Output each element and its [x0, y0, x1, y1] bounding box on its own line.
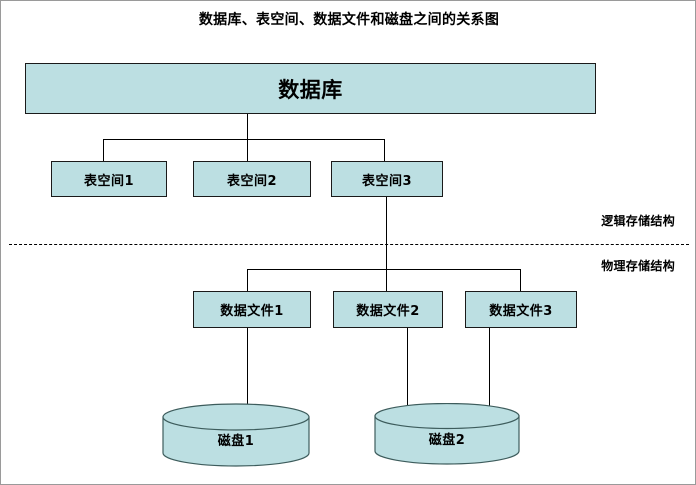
connector-datafile2-to-disk2 [407, 328, 408, 420]
logical-structure-label: 逻辑存储结构 [601, 214, 675, 228]
connector-to-datafile-2 [386, 269, 387, 291]
tablespace-node-1[interactable]: 表空间1 [51, 161, 167, 197]
page-title: 数据库、表空间、数据文件和磁盘之间的关系图 [198, 12, 500, 28]
tablespace-node-3[interactable]: 表空间3 [331, 161, 443, 197]
datafile-node-2[interactable]: 数据文件2 [333, 291, 443, 328]
connector-to-tablespace-3 [384, 139, 385, 161]
connector-datafile3-to-disk2 [489, 328, 490, 420]
physical-structure-label: 物理存储结构 [601, 259, 675, 273]
connector-database-stem [247, 114, 248, 139]
connector-datafile-bus [247, 269, 521, 270]
connector-to-datafile-3 [520, 269, 521, 291]
cylinder-icon [162, 403, 310, 467]
disk-node-1-label: 磁盘1 [217, 434, 255, 449]
tablespace-node-1-label: 表空间1 [83, 173, 135, 189]
logical-physical-divider [9, 244, 689, 245]
connector-to-datafile-1 [247, 269, 248, 291]
datafile-node-1-label: 数据文件1 [220, 304, 284, 319]
disk-node-2[interactable]: 磁盘2 [374, 403, 520, 465]
connector-tablespace3-stem [386, 197, 387, 269]
tablespace-node-2-label: 表空间2 [226, 173, 278, 189]
cylinder-icon [374, 403, 520, 465]
tablespace-node-2[interactable]: 表空间2 [193, 161, 311, 197]
database-node-label: 数据库 [278, 77, 343, 102]
tablespace-node-3-label: 表空间3 [361, 173, 413, 189]
database-node[interactable]: 数据库 [25, 63, 596, 114]
datafile-node-3-label: 数据文件3 [489, 304, 553, 319]
disk-node-2-label: 磁盘2 [428, 433, 466, 448]
datafile-node-2-label: 数据文件2 [356, 304, 420, 319]
connector-to-tablespace-2 [247, 139, 248, 161]
connector-tablespace-bus [103, 139, 384, 140]
datafile-node-3[interactable]: 数据文件3 [465, 291, 577, 328]
disk-node-1[interactable]: 磁盘1 [162, 403, 310, 467]
connector-datafile1-to-disk1 [247, 328, 248, 420]
connector-to-tablespace-1 [103, 139, 104, 161]
datafile-node-1[interactable]: 数据文件1 [193, 291, 311, 328]
